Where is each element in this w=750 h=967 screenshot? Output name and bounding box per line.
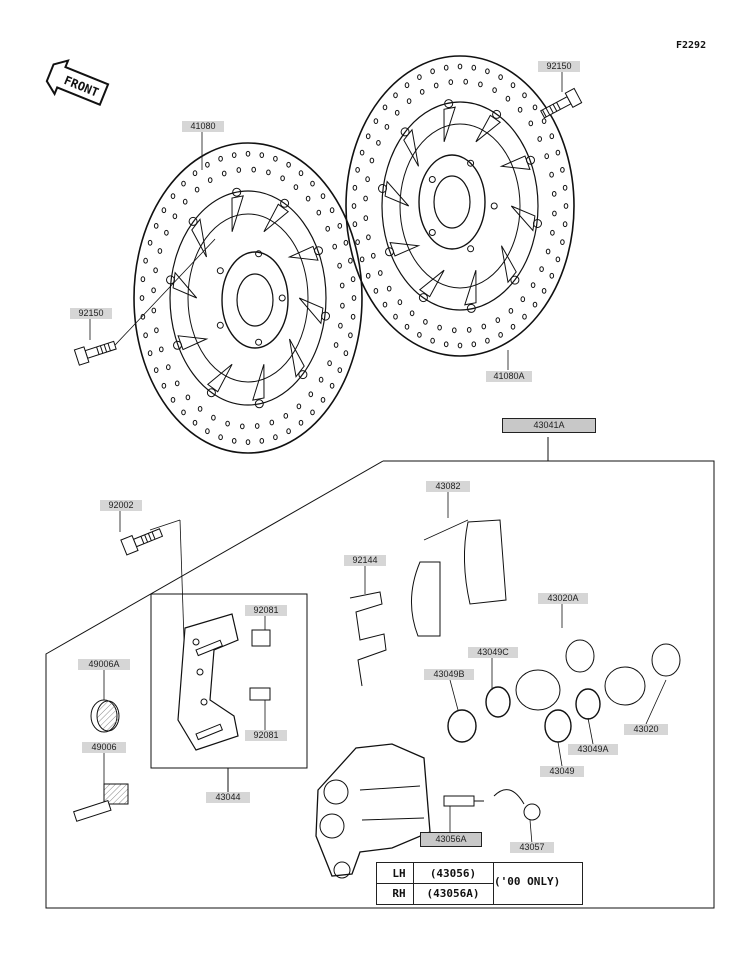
caliper-body-icon [315,743,431,879]
caliper-holder-icon [177,613,271,751]
brake-disc-left [133,142,363,454]
legend-note: ('00 ONLY) [494,875,561,888]
bleeder-cap-icon [493,789,541,821]
part-label: 43057 [510,842,554,853]
part-label: 43044 [206,792,250,803]
part-label: 92144 [344,555,386,566]
variant-legend: LH (43056) RH (43056A) ('00 ONLY) [376,862,583,905]
part-label: 43049C [468,647,518,658]
part-label: 43056A [420,832,482,847]
legend-side: RH [392,887,406,900]
part-label: 43049 [540,766,584,777]
part-label: 41080 [182,121,224,132]
holder-assembly-outline [150,593,308,769]
front-arrow-icon: FRONT [45,59,110,106]
piston-icon [515,639,681,711]
part-label: 43020A [538,593,588,604]
pad-spring-icon [349,591,387,687]
legend-row: RH (43056A) [377,884,493,903]
part-label: 92150 [70,308,112,319]
bolt-icon [540,87,583,119]
legend-side: LH [392,867,406,880]
bolt-icon [120,528,164,556]
figure-number: F2292 [676,40,707,51]
brake-pad-icon [410,519,507,637]
brake-disc-right [345,55,575,357]
legend-row: LH (43056) [377,864,493,884]
boot-icon [90,699,120,733]
caliper-assembly-outline [45,460,715,909]
part-label: 92150 [538,61,580,72]
part-label: 92081 [245,605,287,616]
part-label: 43020 [624,724,668,735]
bolt-icon [73,238,216,366]
part-label: 43082 [426,481,470,492]
part-label: 43049A [568,744,618,755]
slide-pin-icon [73,783,129,822]
part-label: 49006 [82,742,126,753]
part-label: 43041A [502,418,596,433]
legend-part: (43056A) [426,887,480,900]
part-label: 92002 [100,500,142,511]
part-label: 43049B [424,669,474,680]
legend-part: (43056) [429,867,477,880]
part-label: 49006A [78,659,130,670]
bleeder-valve-icon [443,795,484,807]
part-label: 92081 [245,730,287,741]
part-label: 41080A [486,371,532,382]
